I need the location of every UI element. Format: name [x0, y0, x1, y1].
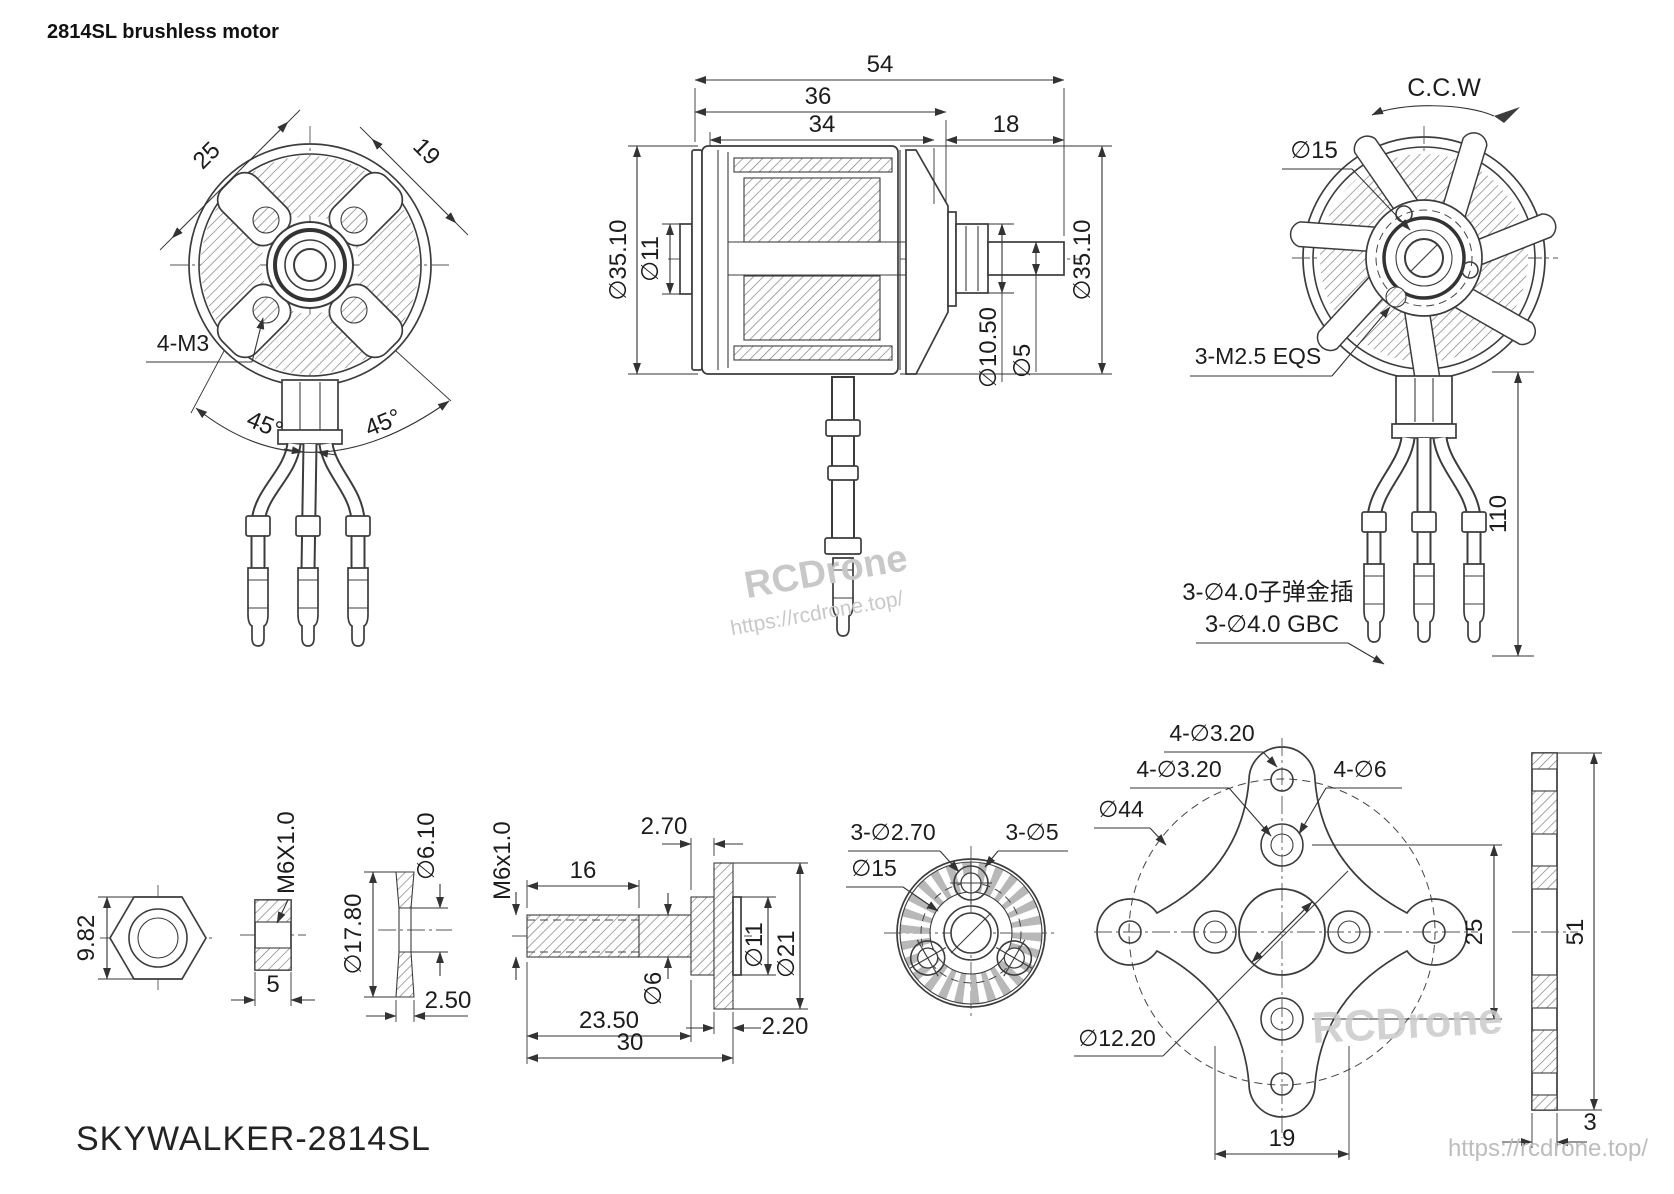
dia-35-10-right-label: ∅35.10: [1069, 220, 1096, 301]
mount-hole-nw: [252, 206, 280, 234]
bullet-connector: [347, 567, 369, 647]
dim-19-label: 19: [407, 133, 445, 171]
ccw-arrow-icon: [1371, 105, 1495, 117]
bullet-connector: [297, 567, 319, 647]
adapter-small-holes-label: 3-∅2.70: [850, 819, 935, 845]
screw-spec-label: 3-M2.5 EQS: [1195, 343, 1322, 369]
mount-counterbore-label: 4-∅6: [1333, 756, 1386, 782]
mount-section-view: 51 3: [1502, 752, 1602, 1148]
collar-dia-label: ∅11: [741, 922, 768, 968]
dia-5-shaft-label: ∅5: [1009, 344, 1036, 378]
screw-hole-hatched: [1385, 286, 1407, 308]
back-view: C.C.W ∅15 3-M2.5 EQS 110 3-∅4.0子弹金插 3-∅4…: [1182, 74, 1558, 665]
mount-hole-sw: [252, 296, 280, 324]
screw-thread-label: M6x1.0: [489, 821, 516, 900]
plate-thickness-label: 3: [1583, 1109, 1596, 1136]
nut-front-view: 9.82: [73, 885, 216, 991]
dim-34-label: 34: [809, 111, 836, 138]
shank-dia-label: ∅6: [640, 972, 667, 1006]
front-view: 25 19 4-M3 45° 45°: [146, 109, 469, 647]
dia-35-10-left-label: ∅35.10: [605, 220, 632, 301]
washer-id-label: ∅6.10: [413, 812, 440, 880]
bullet-connector-label-en: 3-∅4.0 GBC: [1205, 611, 1339, 638]
bullet-connector: [1363, 563, 1385, 643]
nut-height-label: 9.82: [73, 915, 100, 962]
bullet-connector: [1413, 563, 1435, 643]
dim-18-label: 18: [993, 111, 1020, 138]
bullet-connector-label-cn: 3-∅4.0子弹金插: [1182, 579, 1354, 606]
mount-holes-callout: 4-M3: [157, 330, 209, 356]
nut-thread-label: M6X1.0: [273, 811, 300, 894]
shank-length-label: 23.50: [579, 1007, 639, 1034]
watermark-url-bottom: https://rcdrone.top/: [1448, 1135, 1648, 1162]
angle-45-right-label: 45°: [361, 404, 405, 443]
mount-spacing-x-label: 19: [1269, 1125, 1296, 1152]
rotation-direction-label: C.C.W: [1407, 74, 1481, 102]
page-title: 2814SL brushless motor: [47, 21, 279, 43]
mount-tip-holes-label: 4-∅3.20: [1169, 720, 1254, 746]
flange-dia-label: ∅21: [773, 930, 800, 978]
flange-thickness-label: 2.20: [762, 1013, 809, 1040]
dim-54-label: 54: [867, 51, 894, 78]
mount-hole-se: [340, 296, 368, 324]
bullet-connector: [1463, 563, 1485, 643]
center-watermark: RCDrone https://rcdrone.top/: [729, 537, 911, 640]
mount-hole-ne: [340, 206, 368, 234]
side-view: 54 36 34 18 ∅35.10 ∅11 ∅10.50 ∅5 ∅35.10: [605, 51, 1112, 637]
nut-section-view: M6X1.0 5: [231, 811, 315, 1006]
adapter-large-holes-label: 3-∅5: [1005, 819, 1058, 845]
shaft-screw-view: M6x1.0 16 2.70 ∅6 23.50 30 2.20 ∅11 ∅21: [489, 813, 808, 1064]
bullet-connector: [247, 567, 269, 647]
dim-110-label: 110: [1485, 495, 1512, 533]
washer-thickness-label: 2.50: [425, 987, 472, 1014]
adapter-bolt-circle-label: ∅15: [851, 855, 897, 881]
mount-circle-dia-label: ∅44: [1098, 796, 1144, 822]
dia-15-label: ∅15: [1290, 137, 1338, 164]
dia-11-boss-label: ∅11: [637, 236, 664, 282]
plate-width-label: 51: [1562, 919, 1589, 946]
thread-length-label: 16: [570, 857, 597, 884]
back-wires: [1361, 375, 1487, 643]
watermark-brand-bottom: RCDrone: [1311, 994, 1504, 1053]
washer-od-label: ∅17.80: [340, 894, 367, 975]
product-name: SKYWALKER-2814SL: [76, 1120, 431, 1158]
dim-36-label: 36: [805, 83, 832, 110]
mount-center-hole-label: ∅12.20: [1078, 1025, 1156, 1051]
ccw-arrow-tail-icon: [1494, 107, 1520, 123]
dim-25-label: 25: [188, 137, 226, 175]
total-length-label: 30: [617, 1029, 644, 1056]
side-wire: [824, 376, 862, 637]
mount-inner-holes-label: 4-∅3.20: [1136, 756, 1221, 782]
collar-step-label: 2.70: [641, 813, 688, 840]
screw-hole: [1461, 261, 1479, 279]
stator-windows: [201, 156, 419, 374]
prop-adapter-view: 3-∅2.70 3-∅5 ∅15: [846, 819, 1068, 1020]
washer-view: ∅17.80 ∅6.10 2.50: [340, 812, 471, 1022]
mount-front-view: 4-∅3.20 4-∅3.20 4-∅6 ∅44 ∅12.20 19 25: [1074, 720, 1502, 1160]
mount-spacing-y-label: 25: [1461, 919, 1488, 946]
nut-thickness-label: 5: [266, 971, 279, 998]
dia-10-50-label: ∅10.50: [975, 307, 1002, 388]
